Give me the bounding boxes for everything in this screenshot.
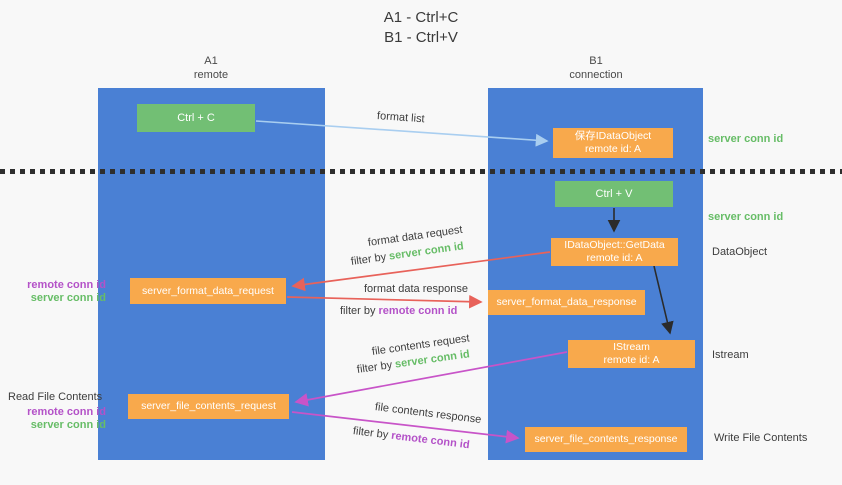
label-format-data-response: format data response (364, 283, 468, 295)
node-ctrl-c: Ctrl + C (137, 104, 255, 132)
label-server-conn-id-mid: server conn id (708, 211, 784, 223)
node-ctrl-v: Ctrl + V (555, 181, 673, 207)
node-server-file-contents-request: server_file_contents_request (128, 394, 289, 419)
diagram-title: A1 - Ctrl+C B1 - Ctrl+V (0, 8, 842, 48)
node-server-format-data-request: server_format_data_request (130, 278, 286, 304)
filter-by-text: filter by (356, 358, 396, 376)
save-idataobject-line2: remote id: A (584, 143, 642, 155)
node-server-file-contents-response: server_file_contents_response (525, 427, 687, 452)
filter-by-text: filter by (340, 305, 379, 317)
remote-conn-id-text: remote conn id (378, 305, 458, 317)
column-a1-subtitle: remote (193, 69, 229, 81)
file-server-conn-id: server conn id (30, 419, 106, 431)
dotted-separator (0, 169, 842, 174)
node-save-idataobject: 保存IDataObject remote id: A (553, 128, 673, 158)
istream-line2: remote id: A (603, 354, 660, 366)
label-filter-remote-2: filter by remote conn id (352, 425, 470, 451)
label-istream-side: Istream (712, 349, 749, 361)
ctrl-c-label: Ctrl + C (177, 111, 215, 124)
server-file-contents-request-label: server_file_contents_request (141, 400, 276, 412)
istream-line1: IStream (613, 341, 650, 353)
side-pair-format: remote conn id server conn id (14, 279, 106, 305)
save-idataobject-line1: 保存IDataObject (574, 130, 652, 142)
node-server-format-data-response: server_format_data_response (488, 290, 645, 315)
title-line-1: A1 - Ctrl+C (383, 9, 459, 26)
format-remote-conn-id: remote conn id (27, 279, 106, 291)
column-a1-name: A1 (204, 55, 218, 67)
file-remote-conn-id: remote conn id (27, 406, 106, 418)
label-dataobject: DataObject (712, 246, 768, 258)
node-istream: IStream remote id: A (568, 340, 695, 368)
server-format-data-request-label: server_format_data_request (142, 284, 274, 297)
ctrl-v-label: Ctrl + V (595, 187, 633, 200)
label-file-contents-response: file contents response (374, 401, 482, 426)
side-pair-file: remote conn id server conn id (14, 406, 106, 432)
title-line-2: B1 - Ctrl+V (384, 29, 458, 46)
label-read-file-contents: Read File Contents (8, 391, 103, 403)
column-header-b1: B1 connection (516, 54, 676, 82)
column-b1-name: B1 (589, 55, 603, 67)
column-b1-subtitle: connection (569, 69, 623, 81)
format-server-conn-id: server conn id (30, 292, 106, 304)
label-write-file-contents: Write File Contents (714, 432, 808, 444)
label-filter-remote-1: filter by remote conn id (340, 305, 457, 317)
node-idataobject-getdata: IDataObject::GetData remote id: A (551, 238, 678, 266)
server-format-data-response-label: server_format_data_response (496, 296, 637, 308)
filter-by-text: filter by (350, 250, 390, 268)
getdata-line2: remote id: A (586, 252, 643, 264)
label-format-list: format list (376, 110, 425, 126)
remote-conn-id-text: remote conn id (390, 429, 471, 452)
label-server-conn-id-top: server conn id (708, 133, 784, 145)
filter-by-text: filter by (352, 425, 392, 442)
server-file-contents-response-label: server_file_contents_response (534, 433, 678, 445)
getdata-line1: IDataObject::GetData (564, 239, 665, 251)
column-header-a1: A1 remote (131, 54, 291, 82)
